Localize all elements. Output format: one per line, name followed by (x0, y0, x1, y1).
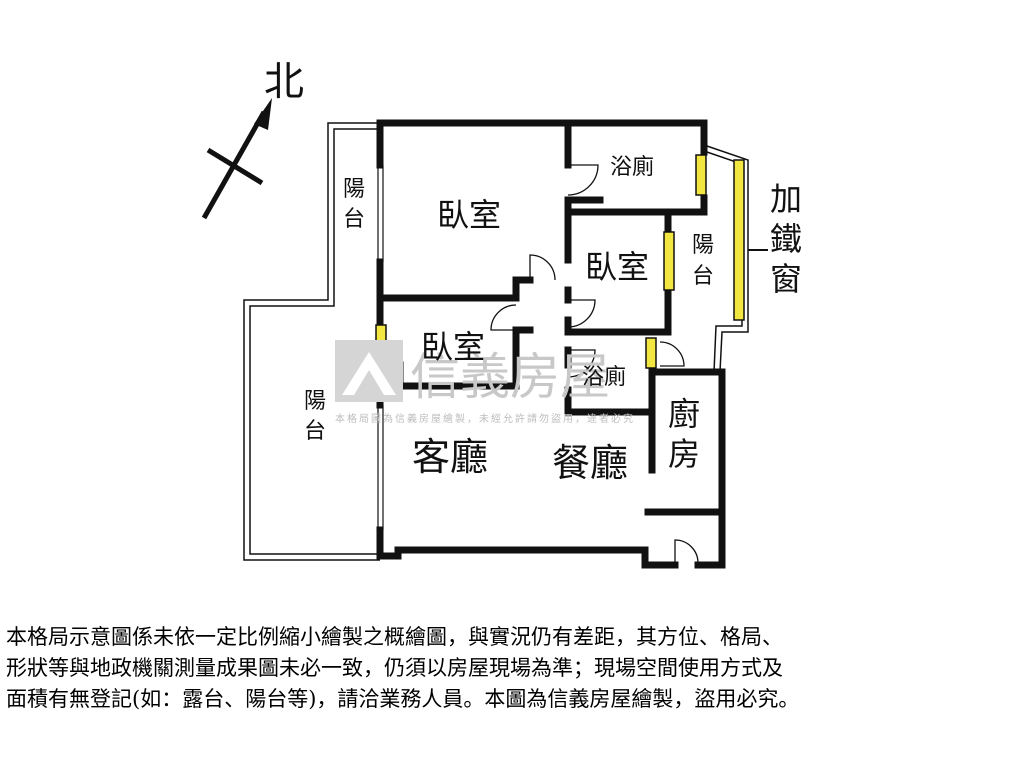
balcony-west-upper-2: 台 (343, 207, 365, 232)
door-third-bedroom (490, 304, 517, 331)
room-label-bedroom-main: 臥室 (437, 196, 501, 234)
door-main-bedroom (529, 254, 556, 281)
iron-window-label-2: 鐵 (770, 220, 802, 258)
east-balcony-inner (703, 150, 743, 373)
disclaimer-line-1: 本格局示意圖係未依一定比例縮小繪製之概繪圖，與實況仍有差距，其方位、格局、 (6, 625, 783, 649)
compass-arrow-head (254, 98, 272, 130)
watermark-brand: 信義房屋 (410, 348, 610, 406)
balcony-outlines (243, 122, 749, 561)
west-balcony-inner (249, 128, 378, 555)
disclaimer-line-3: 面積有無登記(如：露台、陽台等)，請洽業務人員。本圖為信義房屋繪製，盜用必究。 (6, 687, 800, 711)
door-kitchen (659, 341, 685, 367)
door-top-bath (567, 164, 599, 196)
window-mid-bath (645, 337, 657, 369)
west-glass-doors (377, 165, 384, 530)
door-mid-bath (567, 349, 596, 378)
east-balcony-outer (703, 144, 749, 373)
iron-window (733, 159, 745, 321)
watermark-notice: 本格局圖為信義房屋繪製，未經允許請勿盜用，違者必究 (335, 412, 635, 425)
room-label-bedroom-second: 臥室 (585, 248, 649, 286)
disclaimer: 本格局示意圖係未依一定比例縮小繪製之概繪圖，與實況仍有差距，其方位、格局、 形狀… (6, 622, 1021, 715)
door-second-bedroom (567, 299, 596, 328)
room-label-bathroom-top: 浴廁 (610, 155, 654, 180)
west-balcony-outer (243, 122, 380, 561)
window-top-bath (695, 154, 707, 196)
balcony-east-2: 台 (692, 264, 714, 289)
balcony-west-lower-2: 台 (304, 419, 326, 444)
iron-window-label-1: 加 (770, 180, 802, 218)
watermark: 信義房屋 本格局圖為信義房屋繪製，未經允許請勿盜用，違者必究 (335, 340, 635, 425)
room-label-bathroom-mid: 浴廁 (582, 365, 626, 390)
door-entrance (674, 539, 699, 565)
room-label-bedroom-third: 臥室 (421, 328, 485, 366)
north-label: 北 (264, 59, 304, 105)
balcony-west-upper-1: 陽 (343, 177, 365, 202)
watermark-logo-mark (342, 352, 396, 395)
balcony-west-lower-1: 陽 (304, 389, 326, 414)
doors (490, 164, 699, 565)
iron-window-label-3: 窗 (770, 260, 802, 298)
room-label-dining: 餐廳 (552, 441, 628, 485)
room-label-living: 客廳 (412, 435, 488, 479)
room-label-kitchen-1: 廚 (668, 395, 700, 433)
window-second-bedroom (663, 231, 675, 291)
compass-cross-bar (206, 147, 264, 186)
balcony-east-1: 陽 (692, 233, 714, 258)
room-label-kitchen-2: 房 (668, 435, 700, 473)
disclaimer-line-2: 形狀等與地政機關測量成果圖未必一致，仍須以房屋現場為準；現場空間使用方式及 (6, 656, 783, 680)
floor-plan: 北 (201, 59, 802, 569)
compass: 北 (201, 59, 304, 220)
